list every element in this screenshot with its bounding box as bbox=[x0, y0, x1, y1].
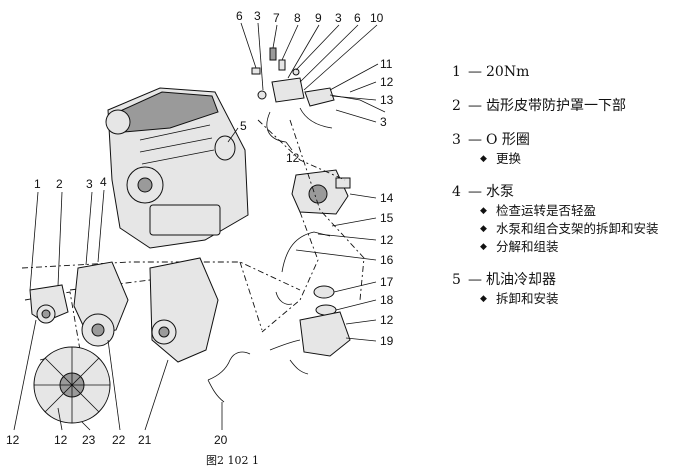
callout-13: 13 bbox=[380, 93, 394, 107]
expansion-tank bbox=[269, 285, 351, 375]
callout-5: 5 bbox=[240, 119, 247, 133]
leader-lines bbox=[13, 22, 379, 431]
legend-entry-heading: 2 —齿形皮带防护罩一下部 bbox=[452, 96, 677, 116]
diamond-bullet-icon: ◆ bbox=[480, 294, 487, 304]
legend-entry-dash: — bbox=[468, 184, 482, 200]
legend-entry-heading: 5 —机油冷却器 bbox=[452, 270, 677, 290]
legend-sub-item-text: 更换 bbox=[496, 151, 522, 166]
callout-8: 8 bbox=[294, 11, 301, 25]
legend-entry-dash: — bbox=[468, 132, 482, 148]
engine-block bbox=[105, 87, 249, 249]
callout-1: 1 bbox=[34, 177, 41, 191]
legend-entry-dash: — bbox=[468, 98, 482, 114]
combination-bracket bbox=[149, 257, 219, 363]
legend-sub-item: ◆ 更换 bbox=[480, 150, 677, 168]
callout-14: 14 bbox=[380, 191, 394, 205]
legend-sub-item: ◆ 分解和组装 bbox=[480, 238, 677, 256]
legend-entry-heading: 1 —20Nm bbox=[452, 62, 677, 82]
legend-entry-dash: — bbox=[468, 272, 482, 288]
callout-3-top-left: 3 bbox=[254, 9, 261, 23]
water-pump bbox=[73, 261, 129, 347]
timing-belt-guard-lower bbox=[29, 284, 69, 324]
viscous-fan bbox=[33, 346, 111, 424]
callout-4: 4 bbox=[100, 175, 107, 189]
legend-entry-5: 5 —机油冷却器 ◆ 拆卸和安装 bbox=[452, 270, 677, 308]
callout-3-left: 3 bbox=[86, 177, 93, 191]
legend-sub-item-text: 水泵和组合支架的拆卸和安装 bbox=[496, 221, 659, 236]
callout-20: 20 bbox=[214, 433, 228, 447]
legend-entry-text: 20Nm bbox=[486, 64, 530, 80]
legend-entry-text: O 形圈 bbox=[486, 132, 530, 148]
legend-sub-item: ◆ 水泵和组合支架的拆卸和安装 bbox=[480, 220, 677, 238]
callout-2: 2 bbox=[56, 177, 63, 191]
legend-entry-text: 齿形皮带防护罩一下部 bbox=[486, 98, 626, 114]
coolant-pipe-20 bbox=[207, 351, 251, 403]
callout-3-top-right: 3 bbox=[335, 11, 342, 25]
callout-12-center: 12 bbox=[286, 151, 300, 165]
callout-21: 21 bbox=[138, 433, 152, 447]
callout-12-bottom-mid: 12 bbox=[54, 433, 68, 447]
callout-15: 15 bbox=[380, 211, 394, 225]
exploded-parts-diagram: 1 2 3 4 5 6 3 7 8 9 3 6 10 11 12 13 3 12… bbox=[6, 9, 394, 467]
callout-23: 23 bbox=[82, 433, 96, 447]
legend-sub-item-text: 检查运转是否轻盈 bbox=[496, 203, 597, 218]
legend-entry-number: 2 bbox=[452, 98, 461, 114]
callout-11: 11 bbox=[380, 57, 393, 71]
callout-3-right: 3 bbox=[380, 115, 387, 129]
callout-12-mid-right: 12 bbox=[380, 233, 394, 247]
legend-entry-heading: 4 —水泵 bbox=[452, 182, 677, 202]
legend-entry-3: 3 —O 形圈 ◆ 更换 bbox=[452, 130, 677, 168]
callout-7: 7 bbox=[273, 11, 280, 25]
legend-entry-dash: — bbox=[468, 64, 482, 80]
callout-6-top-right: 6 bbox=[354, 11, 361, 25]
legend-entry-4: 4 —水泵 ◆ 检查运转是否轻盈 ◆ 水泵和组合支架的拆卸和安装 ◆ 分解和组装 bbox=[452, 182, 677, 256]
legend-entry-1: 1 —20Nm bbox=[452, 62, 677, 82]
diamond-bullet-icon: ◆ bbox=[480, 154, 487, 164]
legend-sub-item: ◆ 检查运转是否轻盈 bbox=[480, 202, 677, 220]
callout-numbers: 1 2 3 4 5 6 3 7 8 9 3 6 10 11 12 13 3 12… bbox=[6, 9, 394, 447]
callout-6-top-left: 6 bbox=[236, 9, 243, 23]
legend-entry-text: 水泵 bbox=[486, 184, 514, 200]
callout-12-bottom-left: 12 bbox=[6, 433, 20, 447]
legend-sub-item-text: 拆卸和安装 bbox=[496, 291, 559, 306]
callout-18: 18 bbox=[380, 293, 394, 307]
coolant-pipe-16 bbox=[275, 231, 331, 305]
legend-entry-number: 4 bbox=[452, 184, 461, 200]
diamond-bullet-icon: ◆ bbox=[480, 224, 487, 234]
callout-10: 10 bbox=[370, 11, 384, 25]
oil-cooler bbox=[214, 135, 236, 161]
legend-entry-number: 1 bbox=[452, 64, 461, 80]
diamond-bullet-icon: ◆ bbox=[480, 206, 487, 216]
legend-entry-text: 机油冷却器 bbox=[486, 272, 556, 288]
diamond-bullet-icon: ◆ bbox=[480, 242, 487, 252]
callout-9: 9 bbox=[315, 11, 322, 25]
legend-entry-heading: 3 —O 形圈 bbox=[452, 130, 677, 150]
coolant-hoses bbox=[266, 107, 333, 143]
callout-16: 16 bbox=[380, 253, 394, 267]
legend-entry-2: 2 —齿形皮带防护罩一下部 bbox=[452, 96, 677, 116]
figure-caption: 图2 102 1 bbox=[206, 454, 259, 467]
legend-entry-number: 3 bbox=[452, 132, 461, 148]
callout-19: 19 bbox=[380, 334, 394, 348]
legend-sub-item-text: 分解和组装 bbox=[496, 239, 559, 254]
legend-entry-number: 5 bbox=[452, 272, 461, 288]
callout-12-upper-right: 12 bbox=[380, 75, 394, 89]
thermostat-housing bbox=[291, 169, 351, 215]
callout-12-lower-right: 12 bbox=[380, 313, 394, 327]
coolant-connection-fittings bbox=[251, 47, 386, 113]
callout-22: 22 bbox=[112, 433, 126, 447]
legend-sub-item: ◆ 拆卸和安装 bbox=[480, 290, 677, 308]
callout-17: 17 bbox=[380, 275, 394, 289]
